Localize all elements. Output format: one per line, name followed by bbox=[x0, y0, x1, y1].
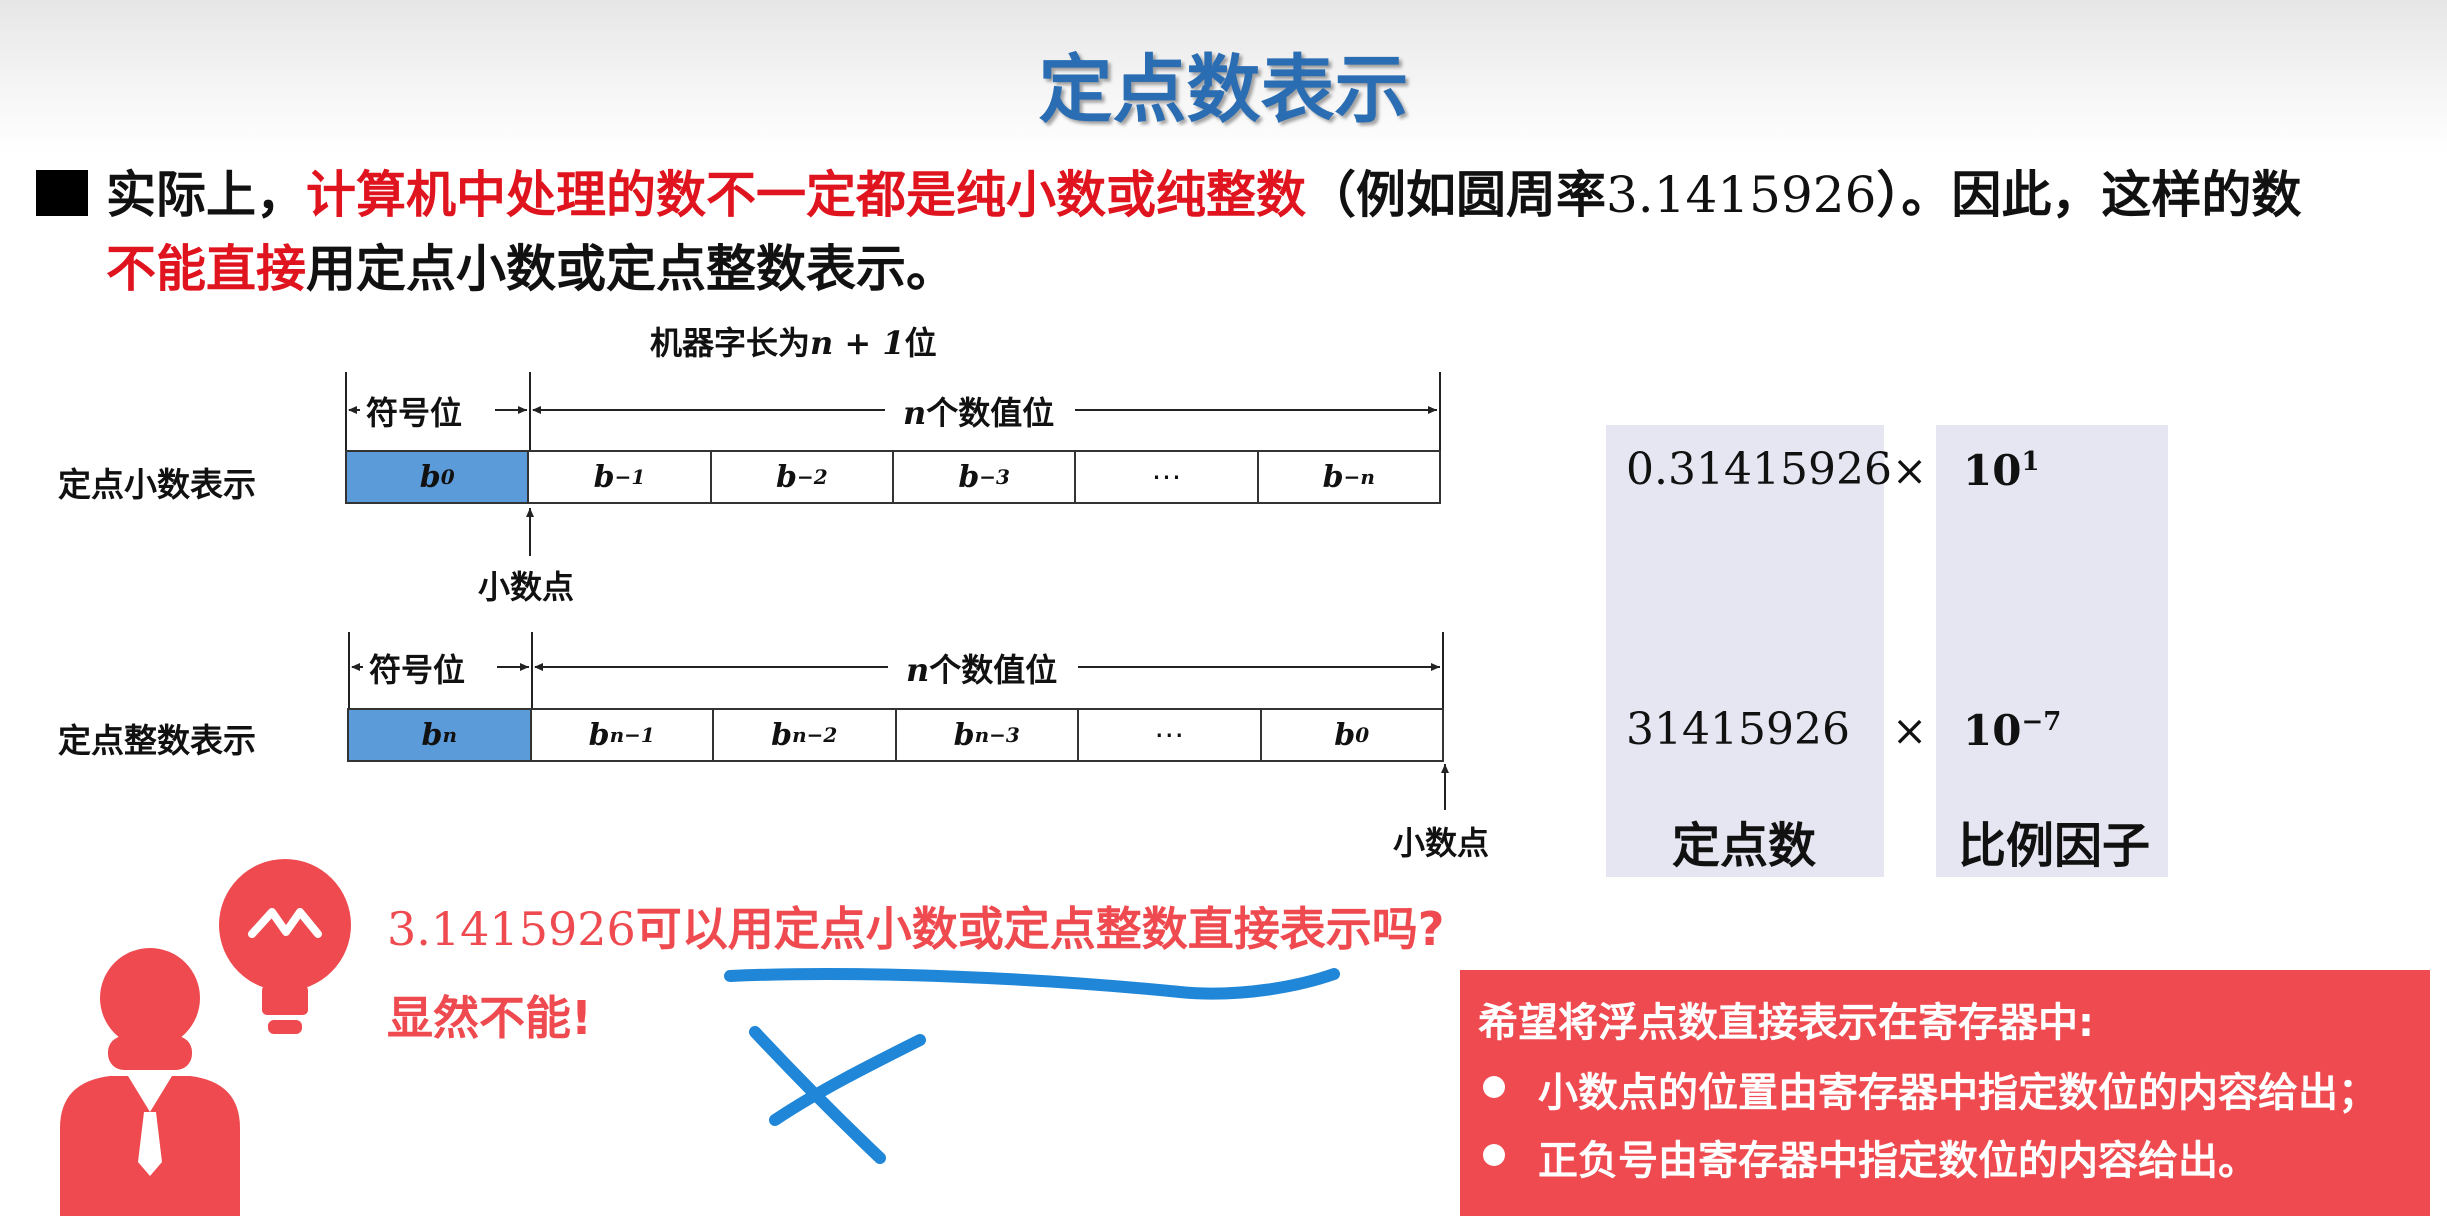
hint-item: 小数点的位置由寄存器中指定数位的内容给出； bbox=[1538, 1070, 2378, 1116]
fraction-cell: b−n bbox=[1256, 452, 1439, 502]
intro-part-7: 用定点小数或定点整数表示。 bbox=[306, 240, 956, 298]
intro-part-5: ）。因此，这样的数 bbox=[1876, 166, 2302, 224]
scale-factor-1: 101 bbox=[1963, 446, 2040, 495]
answer-text: 显然不能! bbox=[387, 991, 592, 1045]
value-bits-label-integer: n个数值位 bbox=[898, 645, 1066, 691]
scale-factor-column-bg bbox=[1936, 425, 2168, 877]
hint-item: 正负号由寄存器中指定数位的内容给出。 bbox=[1538, 1138, 2258, 1184]
fraction-row-label: 定点小数表示 bbox=[58, 465, 256, 504]
fraction-cell: b−1 bbox=[527, 452, 709, 502]
times-sign-1: × bbox=[1892, 446, 1928, 495]
intro-part-3: （例如圆周率 bbox=[1306, 166, 1606, 224]
fixed-point-column-bg bbox=[1606, 425, 1884, 877]
sign-bit-label-fraction: 符号位 bbox=[360, 388, 469, 434]
mantissa-fraction: 0.31415926 bbox=[1626, 444, 1892, 495]
integer-cell-ellipsis: ⋯ bbox=[1077, 710, 1260, 760]
scale-factor-2: 10−7 bbox=[1963, 706, 2062, 755]
integer-point-label: 小数点 bbox=[1393, 824, 1490, 862]
bullet-dot-icon bbox=[1483, 1076, 1505, 1098]
value-bits-label-fraction: n个数值位 bbox=[895, 388, 1063, 434]
fraction-cell: b−3 bbox=[891, 452, 1074, 502]
intro-paragraph: 实际上，计算机中处理的数不一定都是纯小数或纯整数（例如圆周率3.1415926）… bbox=[106, 158, 2436, 306]
title-band bbox=[0, 0, 2447, 155]
intro-emphasis-2: 不能直接 bbox=[106, 240, 306, 298]
intro-part-1: 实际上， bbox=[106, 166, 306, 224]
scale-factor-column-label: 比例因子 bbox=[1958, 818, 2151, 874]
bullet-dot-icon bbox=[1483, 1144, 1505, 1166]
question-text: 3.1415926可以用定点小数或定点整数直接表示吗? bbox=[387, 902, 1445, 956]
intro-emphasis-1: 计算机中处理的数不一定都是纯小数或纯整数 bbox=[306, 166, 1306, 224]
times-sign-2: × bbox=[1892, 706, 1928, 755]
fraction-cell: b−2 bbox=[709, 452, 892, 502]
sign-bit-label-integer: 符号位 bbox=[363, 645, 472, 691]
hint-title: 希望将浮点数直接表示在寄存器中: bbox=[1478, 1000, 2094, 1046]
hint-box bbox=[1460, 970, 2430, 1216]
word-length-label: 机器字长为n + 1位 bbox=[650, 324, 937, 362]
integer-row-label: 定点整数表示 bbox=[58, 721, 256, 760]
intro-pi-value: 3.1415926 bbox=[1606, 166, 1877, 224]
slide-title: 定点数表示 bbox=[1038, 47, 1409, 133]
mantissa-integer: 31415926 bbox=[1626, 704, 1850, 755]
fixed-point-column-label: 定点数 bbox=[1672, 818, 1817, 874]
fraction-cell-ellipsis: ⋯ bbox=[1074, 452, 1256, 502]
thinking-person-icon bbox=[60, 859, 351, 1216]
fraction-point-label: 小数点 bbox=[478, 568, 575, 606]
square-bullet-icon bbox=[36, 170, 88, 216]
